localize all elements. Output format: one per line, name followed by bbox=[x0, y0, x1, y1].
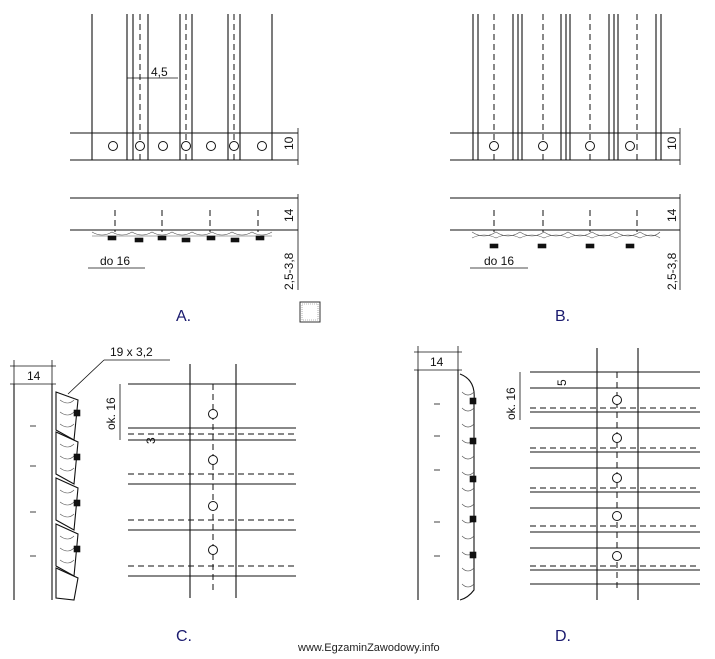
dim-d-gap: 5 bbox=[555, 379, 569, 386]
dim-c-lath: 19 x 3,2 bbox=[110, 345, 153, 359]
panel-c-front: ok. 16 3 bbox=[104, 364, 296, 598]
watermark-text: www.EgzaminZawodowy.info bbox=[297, 642, 440, 654]
panel-label-b: B. bbox=[555, 308, 570, 325]
dim-d-post: 14 bbox=[430, 355, 444, 369]
panel-d-front: ok. 16 5 bbox=[504, 348, 700, 600]
dim-c-gap: 3 bbox=[144, 437, 158, 444]
dim-a-depth: 2,5-3,8 bbox=[282, 252, 296, 290]
dim-b-span: do 16 bbox=[484, 254, 514, 268]
panel-c-side: 14 19 x 3,2 bbox=[10, 345, 170, 601]
dim-a-gap: 4,5 bbox=[151, 65, 168, 79]
panel-a-section: 14 2,5-3,8 do 16 bbox=[70, 194, 299, 290]
panel-label-c: C. bbox=[176, 628, 192, 645]
dim-a-rail: 10 bbox=[282, 136, 296, 150]
dim-b-board: 14 bbox=[665, 208, 679, 222]
dim-d-spacing: ok. 16 bbox=[504, 387, 518, 420]
dim-c-post: 14 bbox=[27, 369, 41, 383]
panel-d-side: 14 bbox=[414, 346, 477, 601]
dim-b-depth: 2,5-3,8 bbox=[665, 252, 679, 290]
dim-c-spacing: ok. 16 bbox=[104, 397, 118, 430]
panel-a-elevation: 4,5 10 bbox=[70, 14, 299, 165]
panel-b-elevation: 10 bbox=[450, 14, 681, 165]
panel-b-section: 14 2,5-3,8 do 16 bbox=[450, 194, 681, 290]
dim-a-span: do 16 bbox=[100, 254, 130, 268]
panel-label-a: A. bbox=[176, 308, 191, 325]
panel-label-d: D. bbox=[555, 628, 571, 645]
info-logo bbox=[299, 301, 321, 323]
dim-a-board: 14 bbox=[282, 208, 296, 222]
dim-b-rail: 10 bbox=[665, 136, 679, 150]
